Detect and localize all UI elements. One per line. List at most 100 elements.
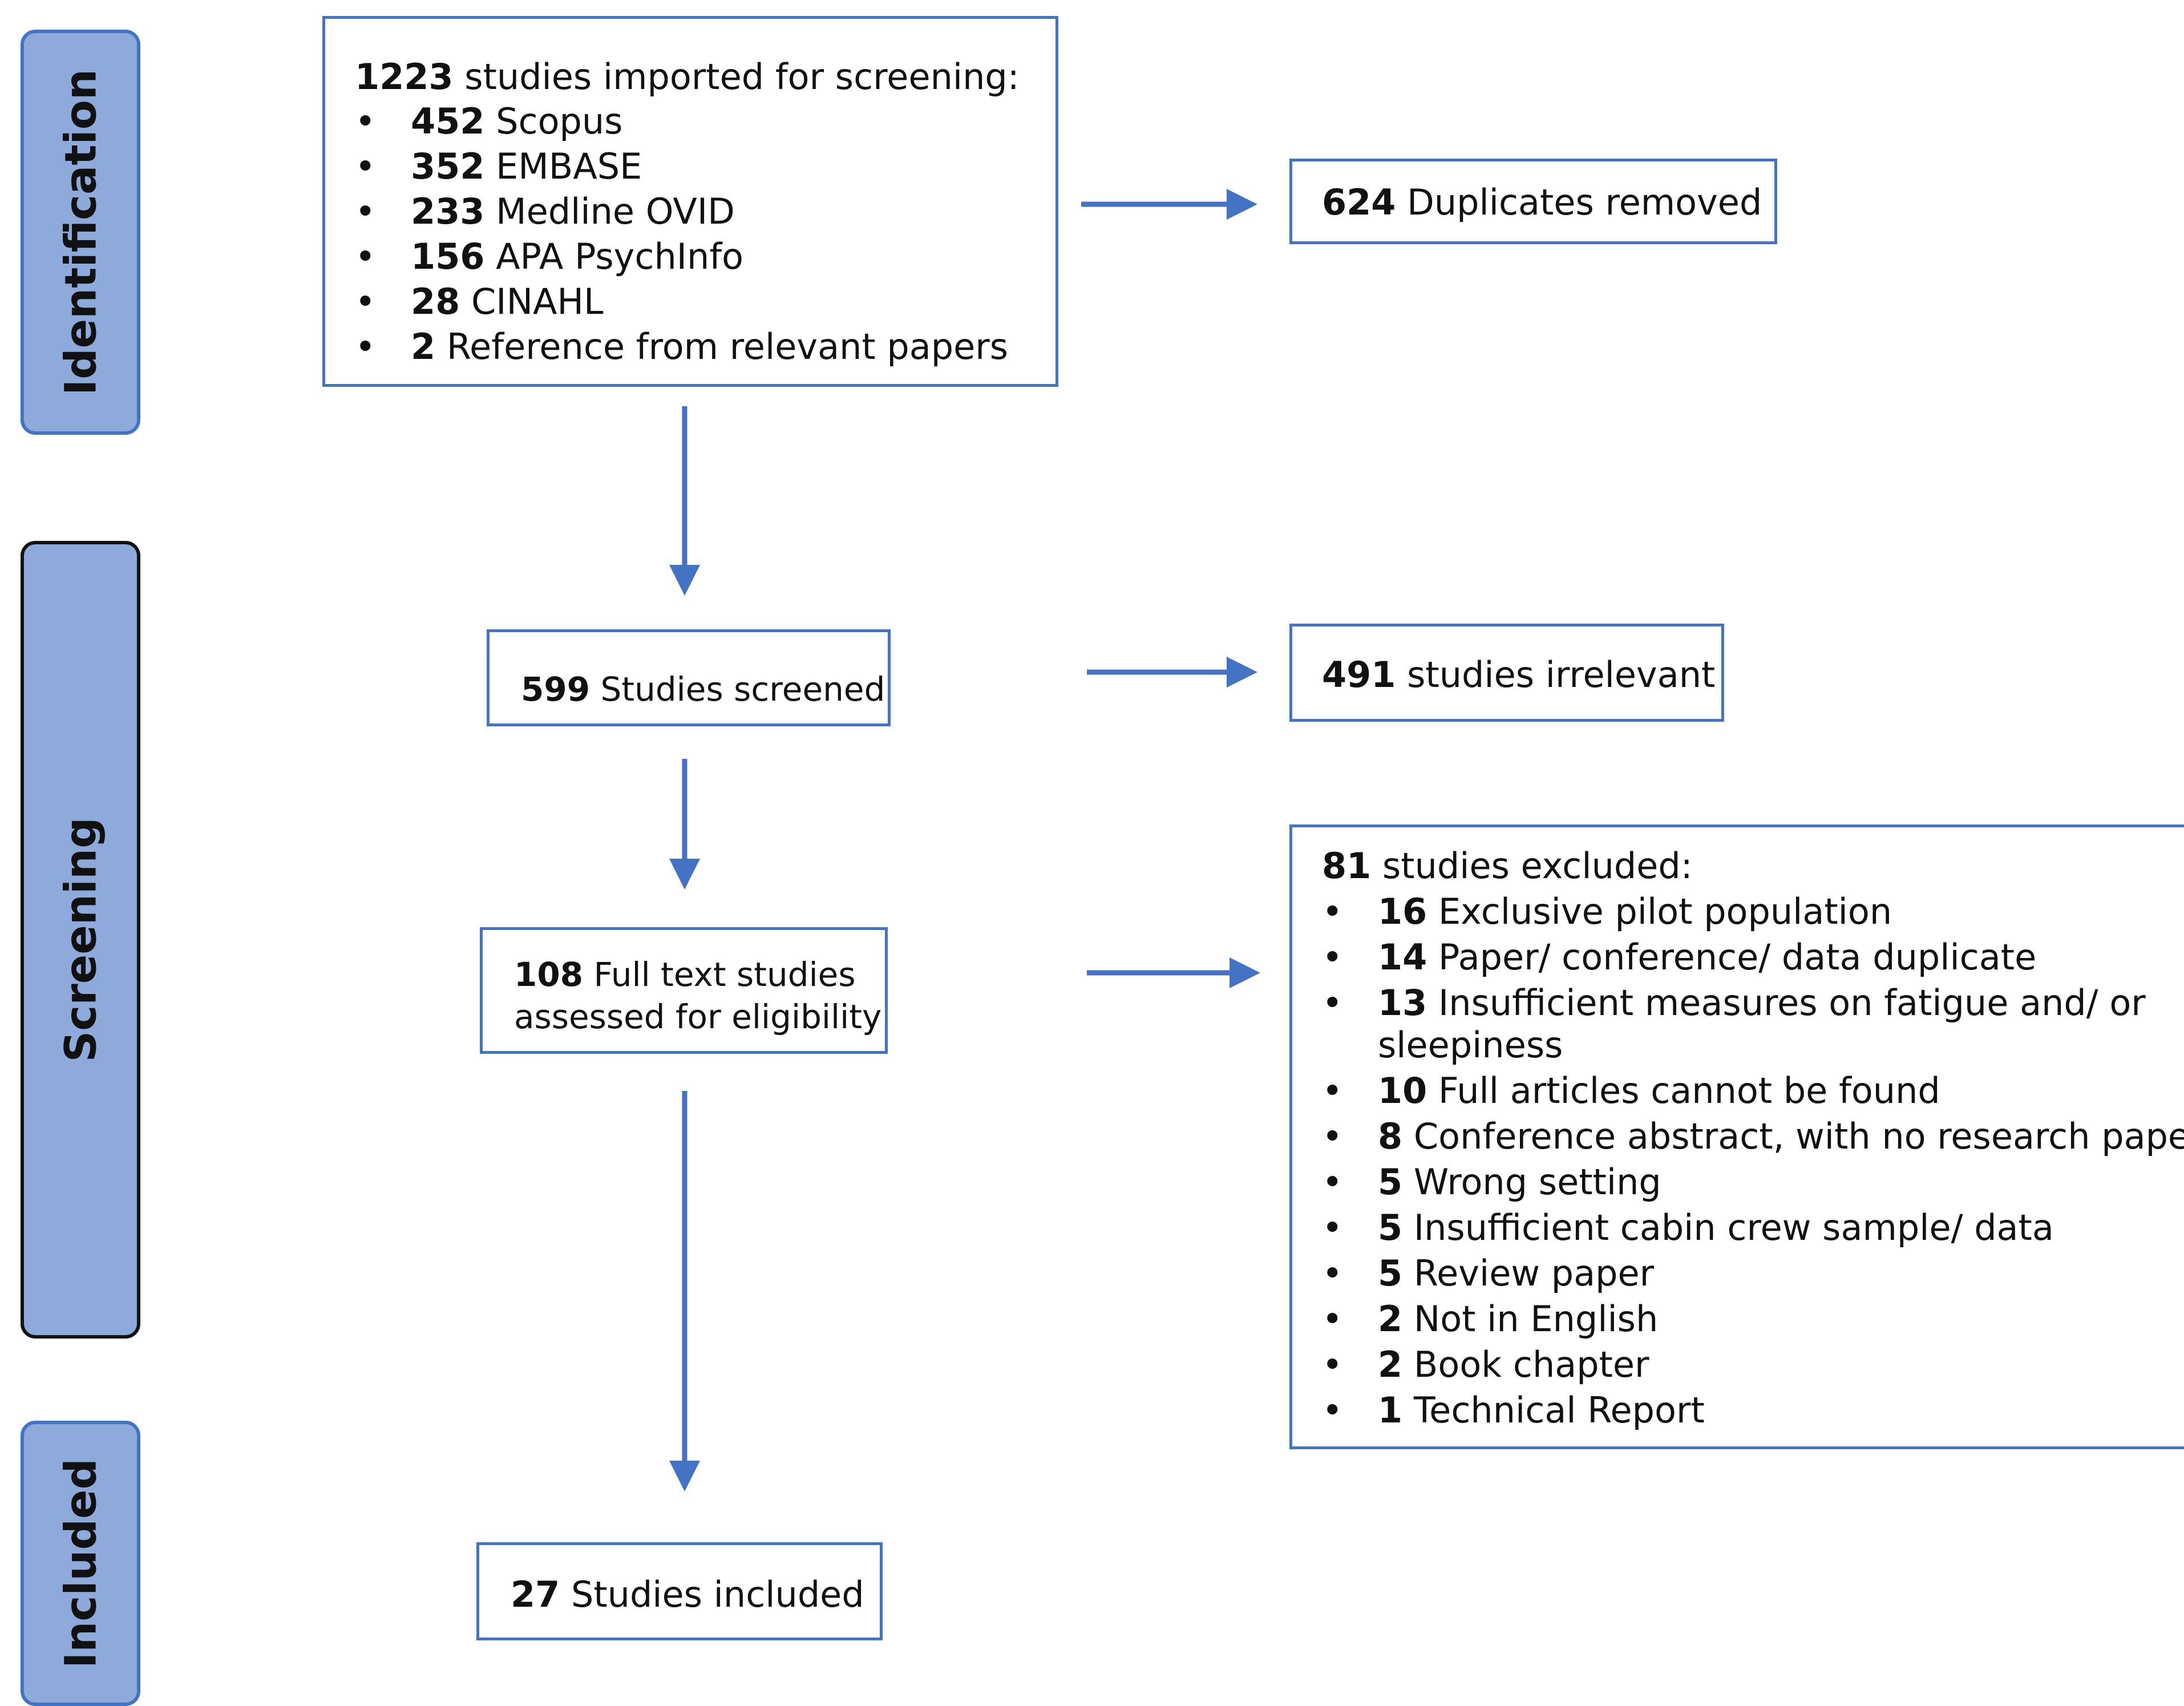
source-item-label: APA PsychInfo: [484, 236, 744, 277]
reason-item-label: Technical Report: [1402, 1389, 1705, 1431]
source-bullet: •: [355, 100, 376, 142]
included-text: 27 Studies included: [511, 1572, 864, 1618]
reason-item-count: 1: [1378, 1389, 1403, 1431]
imported-heading: 1223 studies imported for screening:: [355, 54, 1020, 100]
excluded-label: studies excluded:: [1371, 845, 1693, 887]
source-item-count: 233: [411, 191, 485, 232]
reason-item-label: Full articles cannot be found: [1427, 1070, 1940, 1111]
reason-bullet: •: [1322, 1207, 1343, 1248]
reason-item: 13 Insufficient measures on fatigue and/…: [1378, 980, 2146, 1026]
excluded-count: 81: [1322, 845, 1372, 887]
reason-item: 10 Full articles cannot be found: [1378, 1068, 1940, 1114]
reason-bullet: •: [1322, 1344, 1343, 1385]
irrelevant-label: studies irrelevant: [1396, 654, 1716, 696]
reason-item-count: 2: [1378, 1298, 1403, 1340]
reason-item: 2 Not in English: [1378, 1296, 1658, 1342]
source-bullet: •: [355, 145, 376, 187]
source-item: 28 CINAHL: [411, 279, 604, 325]
duplicates-box: 624 Duplicates removed: [1289, 159, 1777, 244]
irrelevant-box: 491 studies irrelevant: [1289, 624, 1724, 722]
imported-box: 1223 studies imported for screening: • 45…: [322, 16, 1058, 387]
reason-bullet: •: [1322, 1252, 1343, 1294]
included-box: 27 Studies included: [476, 1542, 883, 1640]
reason-bullet: •: [1322, 1070, 1343, 1111]
reason-item: 5 Review paper: [1378, 1251, 1654, 1296]
source-item-label: Medline OVID: [484, 191, 735, 232]
excluded-box: 81 studies excluded: •16 Exclusive pilot…: [1289, 824, 2184, 1449]
source-item-count: 452: [411, 100, 485, 142]
source-item: 156 APA PsychInfo: [411, 234, 743, 280]
source-item-count: 352: [411, 145, 485, 187]
source-item-label: Reference from relevant papers: [435, 326, 1009, 367]
fulltext-count: 108: [514, 955, 584, 994]
reason-item-label: Insufficient cabin crew sample/ data: [1402, 1207, 2054, 1248]
duplicates-count: 624: [1322, 181, 1396, 223]
reason-item-count: 10: [1378, 1070, 1427, 1111]
reason-bullet: •: [1322, 891, 1343, 932]
source-item: 233 Medline OVID: [411, 189, 735, 235]
screened-box: 599 Studies screened: [487, 629, 891, 726]
phase-screening: Screening: [21, 541, 140, 1339]
reason-item-label: Conference abstract, with no research pa…: [1402, 1115, 2184, 1157]
reason-item: 8 Conference abstract, with no research …: [1378, 1114, 2184, 1159]
reason-item-count: 5: [1378, 1207, 1403, 1248]
reason-item-label: Book chapter: [1402, 1344, 1649, 1385]
irrelevant-text: 491 studies irrelevant: [1322, 652, 1715, 698]
reason-item-count: 5: [1378, 1161, 1403, 1203]
source-bullet: •: [355, 281, 376, 322]
phase-identification: Identification: [21, 30, 140, 435]
reason-bullet: •: [1322, 1298, 1343, 1340]
reason-item-continuation: sleepiness: [1378, 1024, 1563, 1066]
reason-item-label: Insufficient measures on fatigue and/ or: [1427, 982, 2146, 1024]
reason-bullet: •: [1322, 1115, 1343, 1157]
reason-bullet: •: [1322, 1161, 1343, 1203]
duplicates-text: 624 Duplicates removed: [1322, 180, 1762, 225]
duplicates-label: Duplicates removed: [1396, 181, 1762, 223]
reason-item: 14 Paper/ conference/ data duplicate: [1378, 935, 2036, 980]
reason-item-label: Wrong setting: [1402, 1161, 1661, 1203]
source-item-count: 2: [411, 326, 436, 367]
reason-item: 16 Exclusive pilot population: [1378, 889, 1892, 935]
source-item: 352 EMBASE: [411, 144, 642, 189]
source-item: 452 Scopus: [411, 99, 622, 144]
source-item-count: 28: [411, 281, 460, 322]
reason-item-count: 13: [1378, 982, 1427, 1024]
source-bullet: •: [355, 191, 376, 232]
reason-item-label: Not in English: [1402, 1298, 1659, 1340]
fulltext-label-line1: Full text studies: [583, 955, 856, 994]
source-bullet: •: [355, 326, 376, 367]
reason-item-count: 5: [1378, 1252, 1403, 1294]
fulltext-line2: assessed for eligibility: [514, 997, 882, 1036]
source-item-label: Scopus: [484, 100, 623, 142]
imported-label: studies imported for screening:: [453, 56, 1020, 98]
reason-item-label: Exclusive pilot population: [1427, 891, 1892, 932]
included-count: 27: [511, 1574, 560, 1615]
irrelevant-count: 491: [1322, 654, 1396, 696]
screened-label: Studies screened: [590, 670, 885, 709]
reason-item-label: Review paper: [1402, 1252, 1655, 1294]
reason-bullet: •: [1322, 936, 1343, 978]
fulltext-box: 108 Full text studies assessed for eligi…: [480, 927, 888, 1054]
screened-count: 599: [521, 670, 591, 709]
included-label: Studies included: [560, 1574, 864, 1615]
reason-item: 1 Technical Report: [1378, 1388, 1705, 1433]
excluded-heading: 81 studies excluded:: [1322, 843, 1693, 889]
source-item-label: EMBASE: [484, 145, 642, 187]
reason-item-count: 14: [1378, 936, 1427, 978]
reason-item-label: Paper/ conference/ data duplicate: [1427, 936, 2037, 978]
source-bullet: •: [355, 236, 376, 277]
source-item: 2 Reference from relevant papers: [411, 324, 1008, 370]
reason-item: 5 Insufficient cabin crew sample/ data: [1378, 1205, 2054, 1251]
imported-count: 1223: [355, 56, 454, 98]
reason-item: 5 Wrong setting: [1378, 1159, 1661, 1205]
reason-item-count: 16: [1378, 891, 1427, 932]
reason-item-count: 8: [1378, 1115, 1403, 1157]
reason-bullet: •: [1322, 1389, 1343, 1431]
reason-item-count: 2: [1378, 1344, 1403, 1385]
reason-item: 2 Book chapter: [1378, 1342, 1649, 1388]
reason-bullet: •: [1322, 982, 1343, 1024]
source-item-count: 156: [411, 236, 485, 277]
screened-text: 599 Studies screened: [521, 666, 885, 712]
fulltext-line1: 108 Full text studies: [514, 952, 856, 997]
